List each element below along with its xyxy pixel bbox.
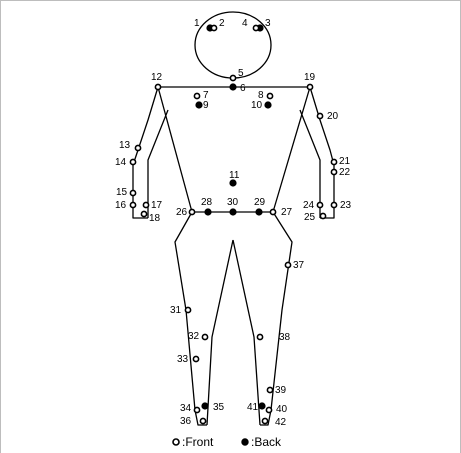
- marker-label-38: 38: [279, 332, 291, 343]
- marker-27-front: [270, 209, 275, 214]
- marker-label-42: 42: [275, 417, 287, 428]
- left-leg-outer-outline: [175, 212, 207, 425]
- marker-19-front: [307, 84, 312, 89]
- marker-label-6: 6: [240, 83, 246, 94]
- right-leg-inner-outline: [233, 240, 260, 425]
- marker-35-back: [202, 403, 208, 409]
- marker-7-front: [194, 93, 199, 98]
- marker-5-front: [230, 75, 235, 80]
- marker-20-front: [317, 113, 322, 118]
- marker-33-front: [193, 356, 198, 361]
- marker-42-front: [262, 418, 267, 423]
- marker-22-front: [331, 169, 336, 174]
- marker-label-1: 1: [194, 18, 200, 29]
- marker-26-front: [189, 209, 194, 214]
- marker-4-front: [253, 25, 258, 30]
- marker-label-4: 4: [242, 18, 248, 29]
- marker-9-back: [196, 102, 202, 108]
- front-legend-marker: [173, 439, 179, 445]
- marker-24-front: [317, 202, 322, 207]
- marker-label-23: 23: [340, 200, 352, 211]
- marker-6-back: [230, 84, 236, 90]
- marker-label-34: 34: [180, 403, 192, 414]
- marker-31-front: [185, 307, 190, 312]
- marker-label-37: 37: [293, 260, 305, 271]
- left-leg-inner-outline: [207, 240, 233, 425]
- back-legend-label: :Back: [251, 435, 282, 449]
- marker-label-41: 41: [247, 402, 259, 413]
- marker-label-29: 29: [254, 197, 266, 208]
- right-arm-outer-outline: [310, 87, 334, 218]
- head-outline: [195, 12, 271, 78]
- marker-38-front: [257, 334, 262, 339]
- marker-37-front: [285, 262, 290, 267]
- marker-label-31: 31: [170, 305, 182, 316]
- marker-label-3: 3: [265, 18, 271, 29]
- marker-label-40: 40: [276, 404, 288, 415]
- marker-label-21: 21: [339, 156, 351, 167]
- marker-label-39: 39: [275, 385, 287, 396]
- marker-23-front: [331, 202, 336, 207]
- marker-label-9: 9: [203, 100, 209, 111]
- marker-label-24: 24: [303, 200, 315, 211]
- marker-label-35: 35: [213, 402, 225, 413]
- marker-label-10: 10: [251, 100, 263, 111]
- left-arm-outer-outline: [133, 87, 158, 218]
- marker-28-back: [205, 209, 211, 215]
- marker-29-back: [256, 209, 262, 215]
- marker-32-front: [202, 334, 207, 339]
- marker-label-19: 19: [304, 72, 316, 83]
- marker-21-front: [331, 159, 336, 164]
- marker-18-front: [141, 211, 146, 216]
- marker-label-16: 16: [115, 200, 127, 211]
- marker-label-11: 11: [229, 170, 240, 181]
- front-legend-label: :Front: [182, 435, 214, 449]
- marker-label-28: 28: [201, 197, 213, 208]
- torso-left-outline: [158, 87, 192, 212]
- back-legend-marker: [242, 439, 248, 445]
- marker-label-5: 5: [238, 68, 244, 79]
- marker-10-back: [265, 102, 271, 108]
- marker-label-27: 27: [281, 207, 293, 218]
- marker-label-25: 25: [304, 212, 316, 223]
- marker-40-front: [266, 407, 271, 412]
- marker-39-front: [267, 387, 272, 392]
- marker-16-front: [130, 202, 135, 207]
- marker-label-12: 12: [151, 72, 163, 83]
- marker-30-back: [230, 209, 236, 215]
- marker-label-13: 13: [119, 140, 131, 151]
- marker-label-33: 33: [177, 354, 189, 365]
- marker-label-2: 2: [219, 18, 225, 29]
- marker-label-17: 17: [151, 200, 163, 211]
- marker-label-15: 15: [116, 187, 128, 198]
- legend: :Front :Back: [173, 435, 282, 449]
- marker-36-front: [200, 418, 205, 423]
- marker-label-20: 20: [327, 111, 339, 122]
- marker-2-front: [211, 25, 216, 30]
- marker-8-front: [267, 93, 272, 98]
- marker-17-front: [143, 202, 148, 207]
- marker-label-18: 18: [149, 213, 161, 224]
- marker-label-30: 30: [227, 197, 239, 208]
- marker-label-14: 14: [115, 157, 127, 168]
- marker-label-22: 22: [339, 167, 351, 178]
- marker-25-front: [320, 213, 325, 218]
- marker-label-36: 36: [180, 416, 192, 427]
- marker-label-26: 26: [176, 207, 188, 218]
- marker-14-front: [130, 159, 135, 164]
- marker-13-front: [135, 145, 140, 150]
- marker-label-32: 32: [188, 331, 200, 342]
- marker-34-front: [194, 407, 199, 412]
- marker-41-back: [259, 403, 265, 409]
- marker-15-front: [130, 190, 135, 195]
- torso-right-outline: [273, 87, 310, 212]
- marker-12-front: [155, 84, 160, 89]
